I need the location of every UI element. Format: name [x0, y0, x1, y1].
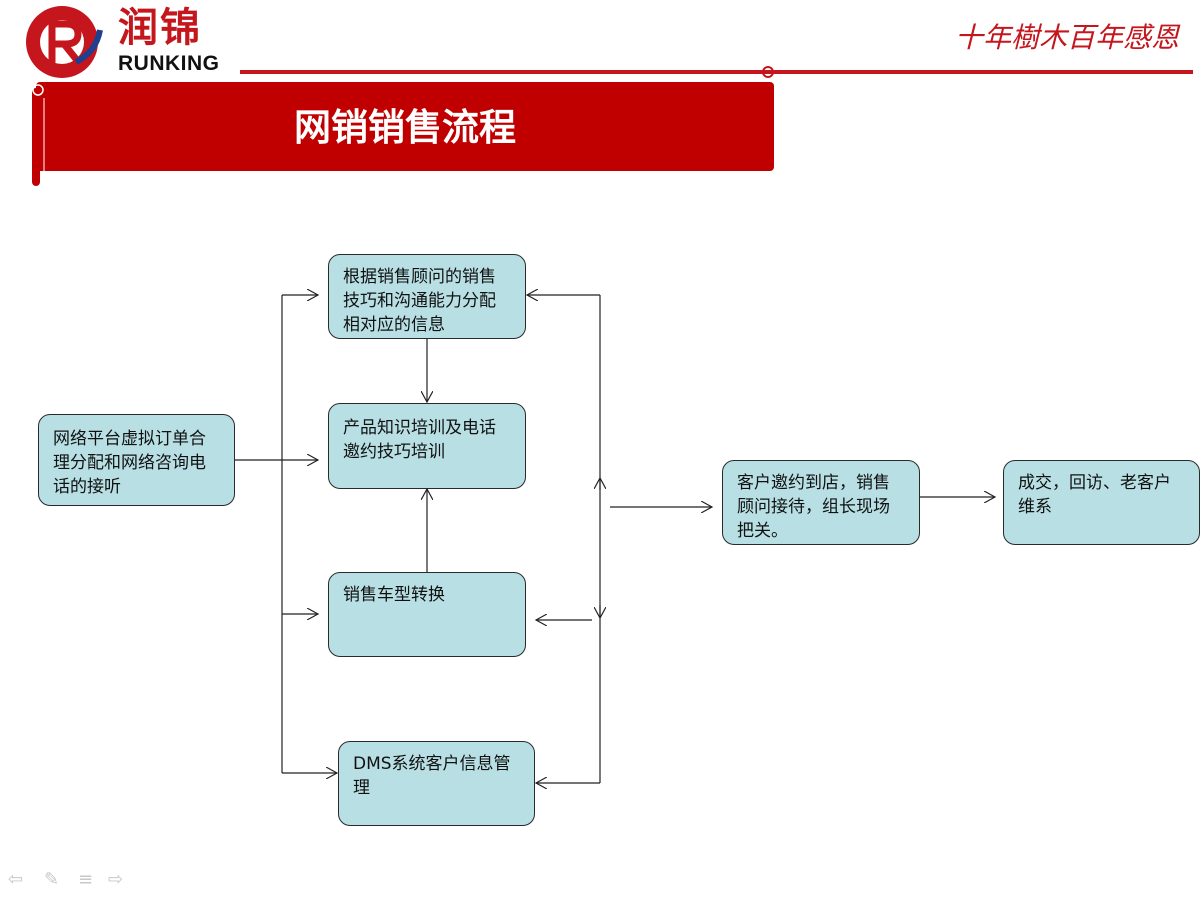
header-graphics	[26, 6, 1193, 186]
node-deal: 成交，回访、老客户维系	[1003, 460, 1200, 545]
pen-icon[interactable]: ✎	[44, 869, 60, 890]
logo-icon	[26, 6, 103, 78]
node-visit: 客户邀约到店，销售顾问接待，组长现场把关。	[722, 460, 920, 545]
logo-text-en: RUNKING	[118, 52, 220, 75]
title-banner	[36, 82, 774, 171]
logo-text-cn: 润锦	[118, 5, 202, 51]
menu-icon[interactable]: ≡	[78, 869, 94, 890]
header-line	[240, 70, 1193, 74]
arrow-right-icon[interactable]: ⇨	[108, 869, 124, 890]
node-training: 产品知识培训及电话邀约技巧培训	[328, 403, 526, 489]
arrow-left-icon[interactable]: ⇦	[8, 869, 24, 890]
node-source: 网络平台虚拟订单合理分配和网络咨询电话的接听	[38, 414, 235, 506]
node-assign: 根据销售顾问的销售技巧和沟通能力分配相对应的信息	[328, 254, 526, 339]
slogan: 十年樹木百年感恩	[955, 21, 1180, 54]
page-title: 网销销售流程	[294, 106, 516, 149]
node-dms: DMS系统客户信息管理	[338, 741, 535, 826]
node-convert: 销售车型转换	[328, 572, 526, 657]
